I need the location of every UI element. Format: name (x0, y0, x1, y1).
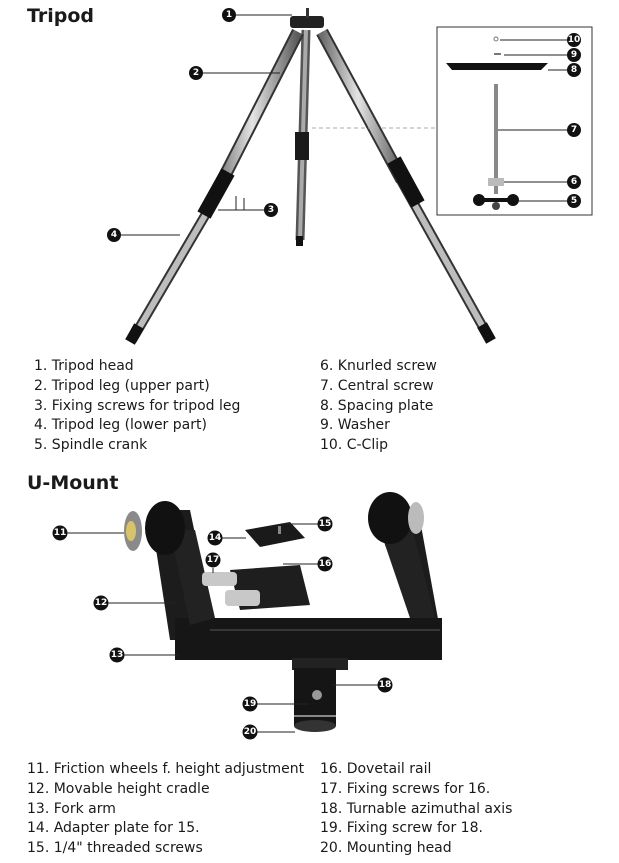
svg-text:20: 20 (244, 727, 257, 737)
umount-parts-list-left: 11. Friction wheels f. height adjustment… (27, 760, 304, 859)
list-item: 10. C-Clip (320, 437, 388, 454)
svg-text:19: 19 (244, 699, 257, 709)
tripod-parts-list-left: 1. Tripod head 2. Tripod leg (upper part… (34, 357, 240, 456)
list-item: 14. Adapter plate for 15. (27, 820, 200, 837)
callout-3: 3 (264, 203, 278, 217)
callout-5: 5 (567, 194, 581, 208)
svg-text:6: 6 (571, 177, 577, 187)
tripod-right-leg (316, 28, 496, 344)
friction-wheel-left (124, 501, 185, 555)
callout-7: 7 (567, 123, 581, 137)
fork-arm (150, 505, 442, 660)
umount-parts-list-right: 16. Dovetail rail 17. Fixing screws for … (320, 760, 512, 859)
tripod-left-leg (125, 29, 304, 345)
list-item: 17. Fixing screws for 16. (320, 780, 491, 797)
callout-6: 6 (567, 175, 581, 189)
svg-text:4: 4 (111, 230, 117, 240)
list-item: 6. Knurled screw (320, 358, 437, 374)
list-item: 15. 1/4" threaded screws (27, 840, 203, 857)
list-item: 12. Movable height cradle (27, 780, 210, 797)
callout-13: 13 (109, 647, 125, 663)
list-item: 16. Dovetail rail (320, 761, 432, 777)
svg-text:1: 1 (226, 10, 232, 20)
callout-10: 10 (567, 33, 581, 47)
adapter-plate (245, 522, 305, 547)
callout-14: 14 (207, 530, 223, 546)
list-item: 20. Mounting head (320, 840, 452, 857)
svg-text:16: 16 (319, 559, 332, 569)
svg-text:9: 9 (571, 50, 577, 60)
svg-text:2: 2 (193, 68, 199, 78)
callout-8: 8 (567, 63, 581, 77)
svg-text:17: 17 (207, 555, 220, 565)
callout-17: 17 (205, 552, 221, 568)
svg-text:11: 11 (54, 528, 67, 538)
tripod-head (290, 8, 324, 28)
dovetail-rail (202, 565, 310, 610)
callout-18: 18 (377, 677, 393, 693)
svg-text:13: 13 (111, 650, 124, 660)
svg-text:5: 5 (571, 196, 577, 206)
svg-text:8: 8 (571, 65, 577, 75)
tripod-parts-list-right: 6. Knurled screw 7. Central screw 8. Spa… (320, 357, 437, 456)
central-screw-detail-box (436, 26, 593, 216)
umount-section-title: U-Mount (27, 472, 119, 494)
list-item: 3. Fixing screws for tripod leg (34, 397, 241, 414)
list-item: 9. Washer (320, 417, 390, 434)
callout-12: 12 (93, 595, 109, 611)
svg-text:15: 15 (319, 519, 332, 529)
tripod-illustration: 1 2 3 4 10 9 8 7 6 5 (107, 8, 593, 345)
friction-wheel-right (368, 492, 424, 544)
svg-text:14: 14 (209, 533, 222, 543)
callout-16: 16 (317, 556, 333, 572)
list-item: 11. Friction wheels f. height adjustment (27, 761, 305, 777)
list-item: 1. Tripod head (34, 358, 134, 374)
callout-4: 4 (107, 228, 121, 242)
list-item: 8. Spacing plate (320, 397, 434, 414)
azimuthal-axis (292, 658, 348, 732)
svg-text:18: 18 (379, 680, 392, 690)
list-item: 2. Tripod leg (upper part) (34, 377, 210, 394)
list-item: 4. Tripod leg (lower part) (34, 417, 207, 434)
list-item: 7. Central screw (320, 377, 434, 394)
list-item: 19. Fixing screw for 18. (320, 820, 483, 837)
tripod-back-leg (295, 29, 311, 246)
list-item: 5. Spindle crank (34, 437, 148, 454)
callout-1: 1 (222, 8, 236, 22)
umount-illustration: 11 12 13 14 15 16 17 18 19 20 (52, 492, 442, 740)
callout-9: 9 (567, 48, 581, 62)
callout-2: 2 (189, 66, 203, 80)
list-item: 13. Fork arm (27, 800, 116, 817)
svg-text:10: 10 (568, 35, 581, 45)
callout-20: 20 (242, 724, 258, 740)
list-item: 18. Turnable azimuthal axis (320, 800, 513, 817)
callout-11: 11 (52, 525, 68, 541)
callout-19: 19 (242, 696, 258, 712)
callout-15: 15 (317, 516, 333, 532)
svg-text:3: 3 (268, 205, 274, 215)
svg-text:7: 7 (571, 125, 577, 135)
svg-text:12: 12 (95, 598, 108, 608)
tripod-section-title: Tripod (27, 5, 95, 27)
